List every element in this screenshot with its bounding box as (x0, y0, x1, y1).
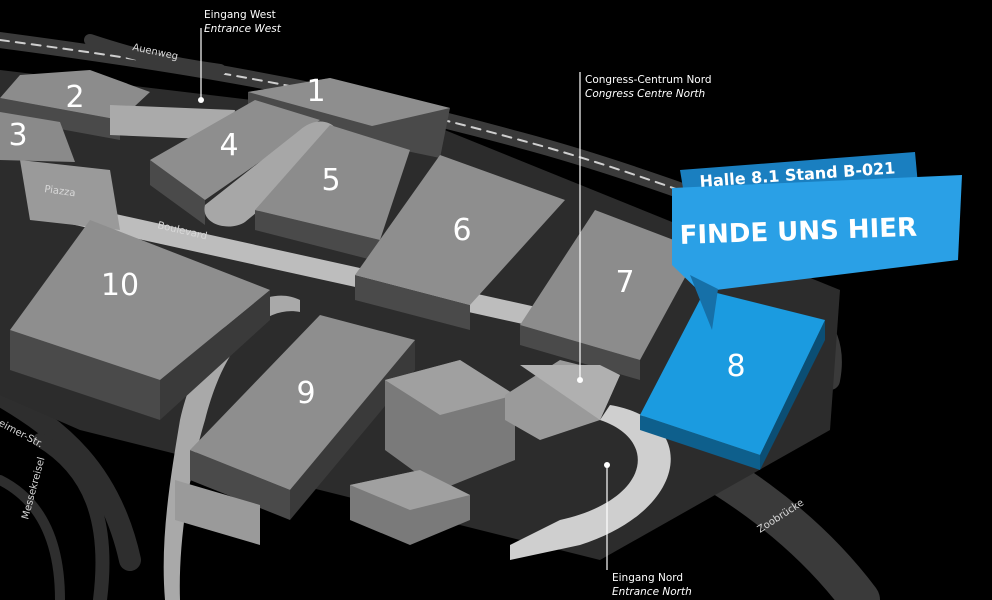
callout-congress-centre-title: Congress-Centrum Nord (585, 74, 712, 86)
callout-entrance-north-title: Eingang Nord (612, 572, 684, 584)
callout-dots (198, 97, 610, 468)
hall-1 (248, 78, 450, 126)
piazza-area (20, 160, 120, 230)
hall-number-1: 1 (306, 74, 325, 109)
hall-5 (255, 125, 410, 240)
hall-number-2: 2 (65, 80, 84, 115)
banner-main (672, 175, 962, 292)
hall-number-6: 6 (452, 213, 471, 248)
hall-3 (0, 112, 75, 162)
callout-lines (200, 28, 608, 570)
north-walkway (510, 405, 671, 560)
hall-4-roof (204, 121, 340, 227)
congress-dot (577, 377, 583, 383)
callout-congress-centre-subtitle: Congress Centre North (585, 88, 706, 100)
hall-6 (355, 155, 565, 305)
callout-entrance-west-subtitle: Entrance West (204, 23, 281, 35)
hall-10 (10, 220, 270, 380)
hall-number-9: 9 (296, 376, 315, 411)
hall-number-8: 8 (726, 349, 745, 384)
hall-7 (520, 210, 700, 360)
north-entrance-dot (604, 462, 610, 468)
callout-congress-centre: Congress-Centrum Nord Congress Centre No… (585, 73, 712, 101)
banner-tail (690, 275, 718, 330)
buildings (0, 70, 825, 545)
hall-number-4: 4 (219, 128, 238, 163)
callout-entrance-north-subtitle: Entrance North (612, 586, 692, 598)
boulevard-strip (30, 195, 640, 350)
road-label-piazza: Piazza (44, 184, 77, 199)
hall-8 (640, 290, 825, 455)
callout-entrance-west-title: Eingang West (204, 9, 276, 21)
hall-number-10: 10 (101, 268, 139, 303)
callout-entrance-north: Eingang Nord Entrance North (612, 571, 692, 599)
hall-numbers: 1 2 3 4 5 6 7 8 9 10 (8, 74, 745, 411)
hall-number-5: 5 (321, 163, 340, 198)
west-entrance-dot (198, 97, 204, 103)
hall-4 (150, 100, 320, 200)
hall-number-3: 3 (8, 118, 27, 153)
find-us-banner: Halle 8.1 Stand B-021 FINDE UNS HIER (672, 152, 962, 330)
hall-number-7: 7 (615, 265, 634, 300)
hall-9 (190, 315, 415, 490)
callout-entrance-west: Eingang West Entrance West (204, 8, 281, 36)
